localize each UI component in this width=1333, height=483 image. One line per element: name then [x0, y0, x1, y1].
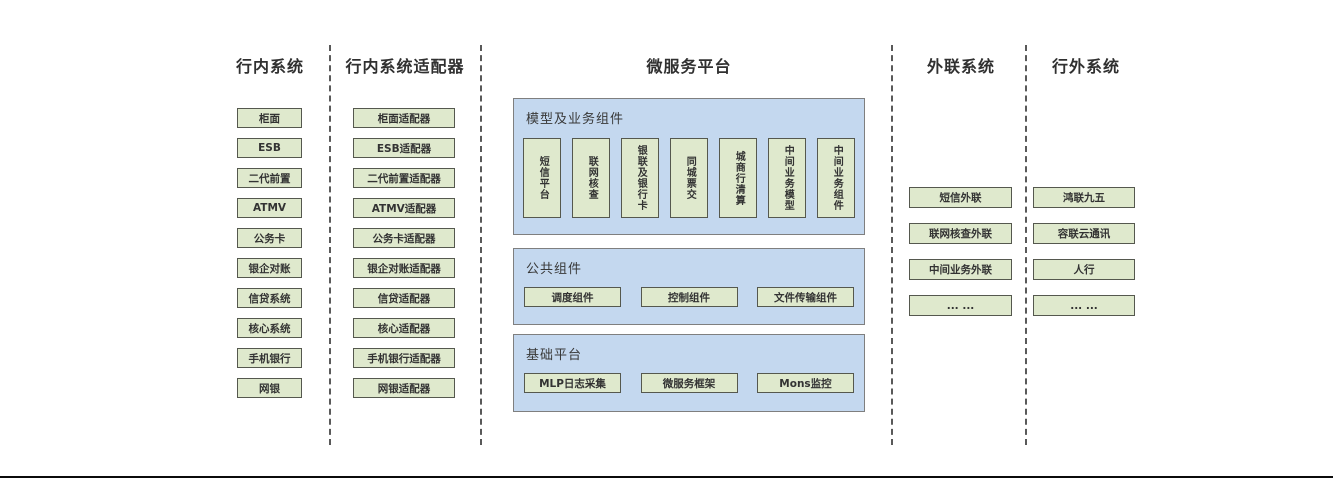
outside-system-box: 人行	[1033, 259, 1135, 280]
adapter-box: 公务卡适配器	[353, 228, 455, 248]
panel-model-business-components: 模型及业务组件 短信平台联网核查银联及银行卡同城票交城商行清算中间业务模型中间业…	[513, 98, 865, 235]
separator-dashed-line-2	[480, 45, 482, 445]
adapter-box: 银企对账适配器	[353, 258, 455, 278]
internal-systems-list: 柜面 ESB 二代前置 ATMV 公务卡银企对账信贷系统核心系统手机银行网银	[237, 108, 302, 398]
column-header-external-link-systems: 外联系统	[926, 57, 996, 76]
model-business-components-row: 短信平台联网核查银联及银行卡同城票交城商行清算中间业务模型中间业务组件	[523, 138, 855, 218]
business-component-box: 短信平台	[523, 138, 561, 218]
external-link-systems-list: 短信外联联网核查外联中间业务外联 ... ...	[909, 187, 1012, 316]
separator-dashed-line-1	[329, 45, 331, 445]
external-link-box: 中间业务外联	[909, 259, 1012, 280]
internal-system-box: ESB	[237, 138, 302, 158]
platform-component-box: 微服务框架	[640, 373, 738, 393]
outside-system-box: ... ...	[1033, 295, 1135, 316]
adapter-box: 二代前置适配器	[353, 168, 455, 188]
outside-systems-list: 鸿联九五容联云通讯人行 ... ...	[1033, 187, 1135, 316]
internal-system-box: ATMV	[237, 198, 302, 218]
adapter-box: 核心适配器	[353, 318, 455, 338]
common-component-box: 文件传输组件	[757, 287, 854, 307]
adapter-box: ESB适配器	[353, 138, 455, 158]
column-header-internal-systems: 行内系统	[235, 57, 305, 76]
platform-component-box: Mons监控	[757, 373, 854, 393]
business-component-box: 中间业务组件	[817, 138, 855, 218]
common-component-box: 控制组件	[640, 287, 738, 307]
separator-dashed-line-3	[891, 45, 893, 445]
adapter-box: ATMV适配器	[353, 198, 455, 218]
panel-base-platform: 基础平台 MLP日志采集微服务框架 Mons监控	[513, 334, 865, 412]
adapter-box: 信贷适配器	[353, 288, 455, 308]
business-component-box: 银联及银行卡	[621, 138, 659, 218]
internal-system-box: 二代前置	[237, 168, 302, 188]
panel-label-common-components: 公共组件	[526, 262, 583, 277]
external-link-box: ... ...	[909, 295, 1012, 316]
separator-dashed-line-4	[1025, 45, 1027, 445]
internal-system-box: 银企对账	[237, 258, 302, 278]
platform-component-box: MLP日志采集	[524, 373, 621, 393]
adapter-box: 柜面适配器	[353, 108, 455, 128]
internal-system-box: 信贷系统	[237, 288, 302, 308]
business-component-box: 中间业务模型	[768, 138, 806, 218]
column-header-internal-adapters: 行内系统适配器	[345, 57, 465, 76]
common-components-row: 调度组件控制组件文件传输组件	[524, 287, 854, 307]
column-header-microservice-platform: 微服务平台	[646, 57, 732, 76]
external-link-box: 联网核查外联	[909, 223, 1012, 244]
adapter-box: 网银适配器	[353, 378, 455, 398]
outside-system-box: 容联云通讯	[1033, 223, 1135, 244]
internal-adapters-list: 柜面适配器 ESB适配器二代前置适配器 ATMV适配器公务卡适配器银企对账适配器信贷…	[353, 108, 455, 398]
internal-system-box: 网银	[237, 378, 302, 398]
panel-common-components: 公共组件 调度组件控制组件文件传输组件	[513, 248, 865, 325]
base-platform-row: MLP日志采集微服务框架 Mons监控	[524, 373, 854, 393]
business-component-box: 同城票交	[670, 138, 708, 218]
common-component-box: 调度组件	[524, 287, 621, 307]
column-header-outside-systems: 行外系统	[1051, 57, 1121, 76]
business-component-box: 联网核查	[572, 138, 610, 218]
internal-system-box: 手机银行	[237, 348, 302, 368]
panel-label-base-platform: 基础平台	[526, 348, 583, 363]
internal-system-box: 核心系统	[237, 318, 302, 338]
panel-label-model-business: 模型及业务组件	[526, 112, 625, 127]
outside-system-box: 鸿联九五	[1033, 187, 1135, 208]
adapter-box: 手机银行适配器	[353, 348, 455, 368]
internal-system-box: 公务卡	[237, 228, 302, 248]
internal-system-box: 柜面	[237, 108, 302, 128]
business-component-box: 城商行清算	[719, 138, 757, 218]
bottom-border-line	[0, 476, 1333, 478]
external-link-box: 短信外联	[909, 187, 1012, 208]
